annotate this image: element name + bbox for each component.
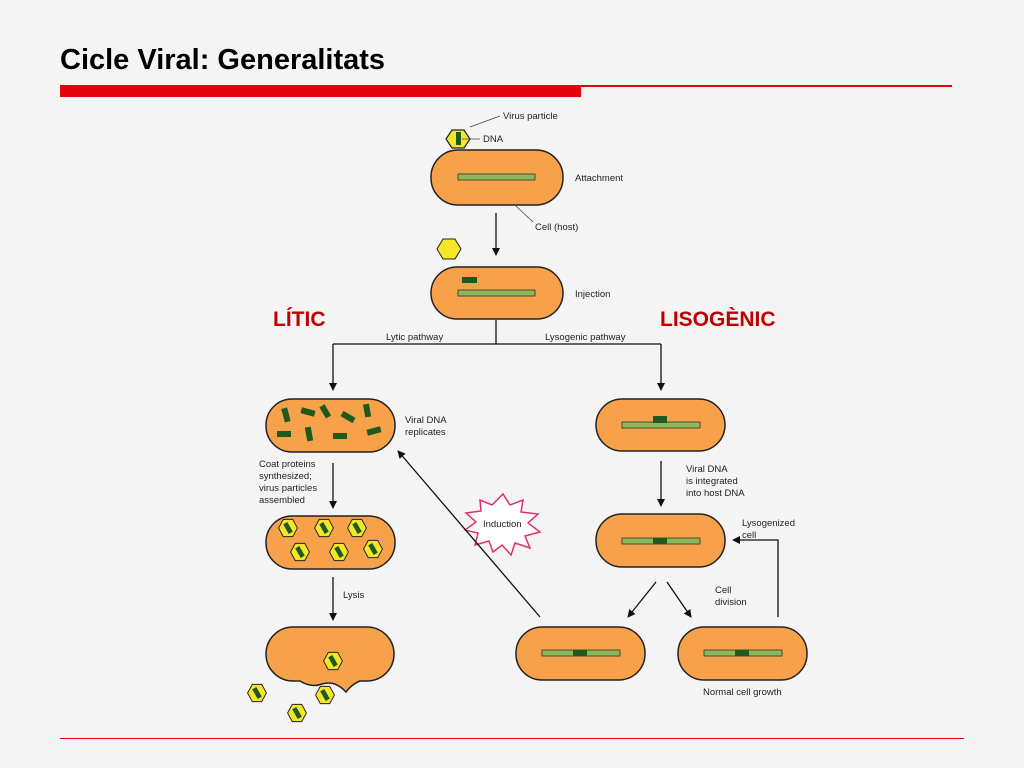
label-cell-host: Cell (host) bbox=[535, 222, 578, 233]
label-cell-division: Cell division bbox=[715, 585, 747, 608]
virus-particle bbox=[329, 542, 349, 562]
virus-particle bbox=[347, 518, 367, 538]
arrow-induction-to-lytic bbox=[397, 450, 541, 618]
label-viral-dna-replicates: Viral DNA replicates bbox=[405, 415, 449, 438]
title-underline-thin bbox=[581, 85, 952, 87]
virus-particle-released bbox=[287, 703, 307, 723]
lytic-cell-replicating bbox=[265, 398, 396, 453]
label-dna: DNA bbox=[483, 134, 504, 145]
empty-virus-capsid bbox=[436, 238, 462, 260]
label-lysogenic-pathway: Lysogenic pathway bbox=[545, 332, 626, 343]
leader-line bbox=[515, 205, 534, 223]
virus-particle bbox=[290, 542, 310, 562]
label-lytic-pathway: Lytic pathway bbox=[386, 332, 443, 343]
virus-particle-released bbox=[247, 683, 267, 703]
label-induction: Induction bbox=[483, 519, 522, 530]
induction-starburst bbox=[463, 492, 542, 557]
label-viral-dna-integrated: Viral DNA is integrated into host DNA bbox=[686, 464, 745, 499]
leader-line bbox=[469, 115, 501, 128]
lysogenic-heading: LISOGÈNIC bbox=[660, 308, 776, 331]
label-lysis: Lysis bbox=[343, 590, 365, 601]
daughter-cell-left bbox=[515, 626, 646, 681]
label-coat-proteins: Coat proteins synthesized; virus particl… bbox=[259, 459, 320, 506]
lytic-cell-assembled bbox=[265, 515, 396, 570]
label-attachment: Attachment bbox=[575, 173, 623, 184]
virus-particle-released bbox=[315, 685, 335, 705]
label-injection: Injection bbox=[575, 289, 610, 300]
host-cell-attachment bbox=[430, 149, 564, 206]
lytic-heading: LÍTIC bbox=[273, 308, 326, 331]
virus-particle bbox=[363, 539, 383, 559]
lysogenized-cell bbox=[595, 513, 726, 568]
arrow-division-left bbox=[627, 581, 657, 618]
footer-rule bbox=[60, 738, 964, 739]
virus-particle-attached bbox=[445, 129, 471, 149]
virus-particle bbox=[278, 518, 298, 538]
virus-particle bbox=[314, 518, 334, 538]
arrow-growth-to-lysogenized bbox=[732, 536, 779, 617]
label-lysogenized-cell: Lysogenized cell bbox=[742, 518, 798, 541]
title-underline-thick bbox=[60, 85, 581, 97]
label-normal-cell-growth: Normal cell growth bbox=[703, 687, 782, 698]
label-virus-particle: Virus particle bbox=[503, 111, 558, 122]
virus-particle bbox=[323, 651, 343, 671]
arrow-division-right bbox=[666, 581, 692, 618]
lysogenic-cell-integrating bbox=[595, 398, 726, 452]
slide-title: Cicle Viral: Generalitats bbox=[60, 44, 386, 76]
daughter-cell-right bbox=[677, 626, 808, 681]
host-cell-injection bbox=[430, 266, 564, 320]
